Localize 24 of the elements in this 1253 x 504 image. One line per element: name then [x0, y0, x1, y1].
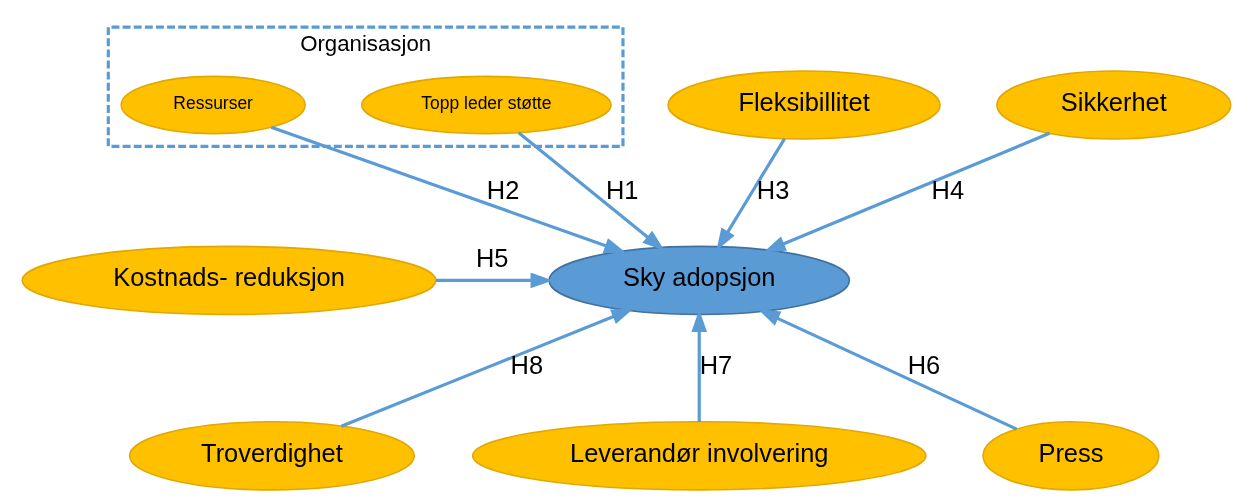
- node-ellipse: Leverandør involvering: [471, 421, 927, 491]
- edge-label: H1: [605, 175, 639, 204]
- edge-label: H2: [486, 175, 520, 204]
- arrow: [757, 309, 1018, 431]
- edge-label: H8: [510, 351, 544, 380]
- node-ellipse: Ressurser: [120, 75, 306, 135]
- arrow: [270, 125, 627, 253]
- node-ellipse: Troverdighet: [128, 421, 416, 491]
- node-ellipse: Sikkerhet: [996, 70, 1232, 140]
- node-ellipse: Press: [982, 421, 1160, 491]
- node-ellipse: Topp leder støtte: [360, 75, 612, 135]
- arrow: [763, 131, 1051, 253]
- arrow: [340, 308, 634, 428]
- node-ellipse: Kostnads- reduksjon: [21, 245, 437, 316]
- edge-label: H6: [907, 351, 941, 380]
- edge-label: H7: [699, 351, 733, 380]
- edge-label: H5: [475, 244, 509, 273]
- node-ellipse: Sky adopsjon: [548, 245, 851, 316]
- arrow: [517, 131, 665, 251]
- arrow: [716, 137, 786, 251]
- arrow: [435, 272, 553, 289]
- edge-label: H3: [756, 175, 790, 204]
- node-ellipse: Fleksibillitet: [667, 70, 941, 140]
- edge-label: H4: [931, 175, 965, 204]
